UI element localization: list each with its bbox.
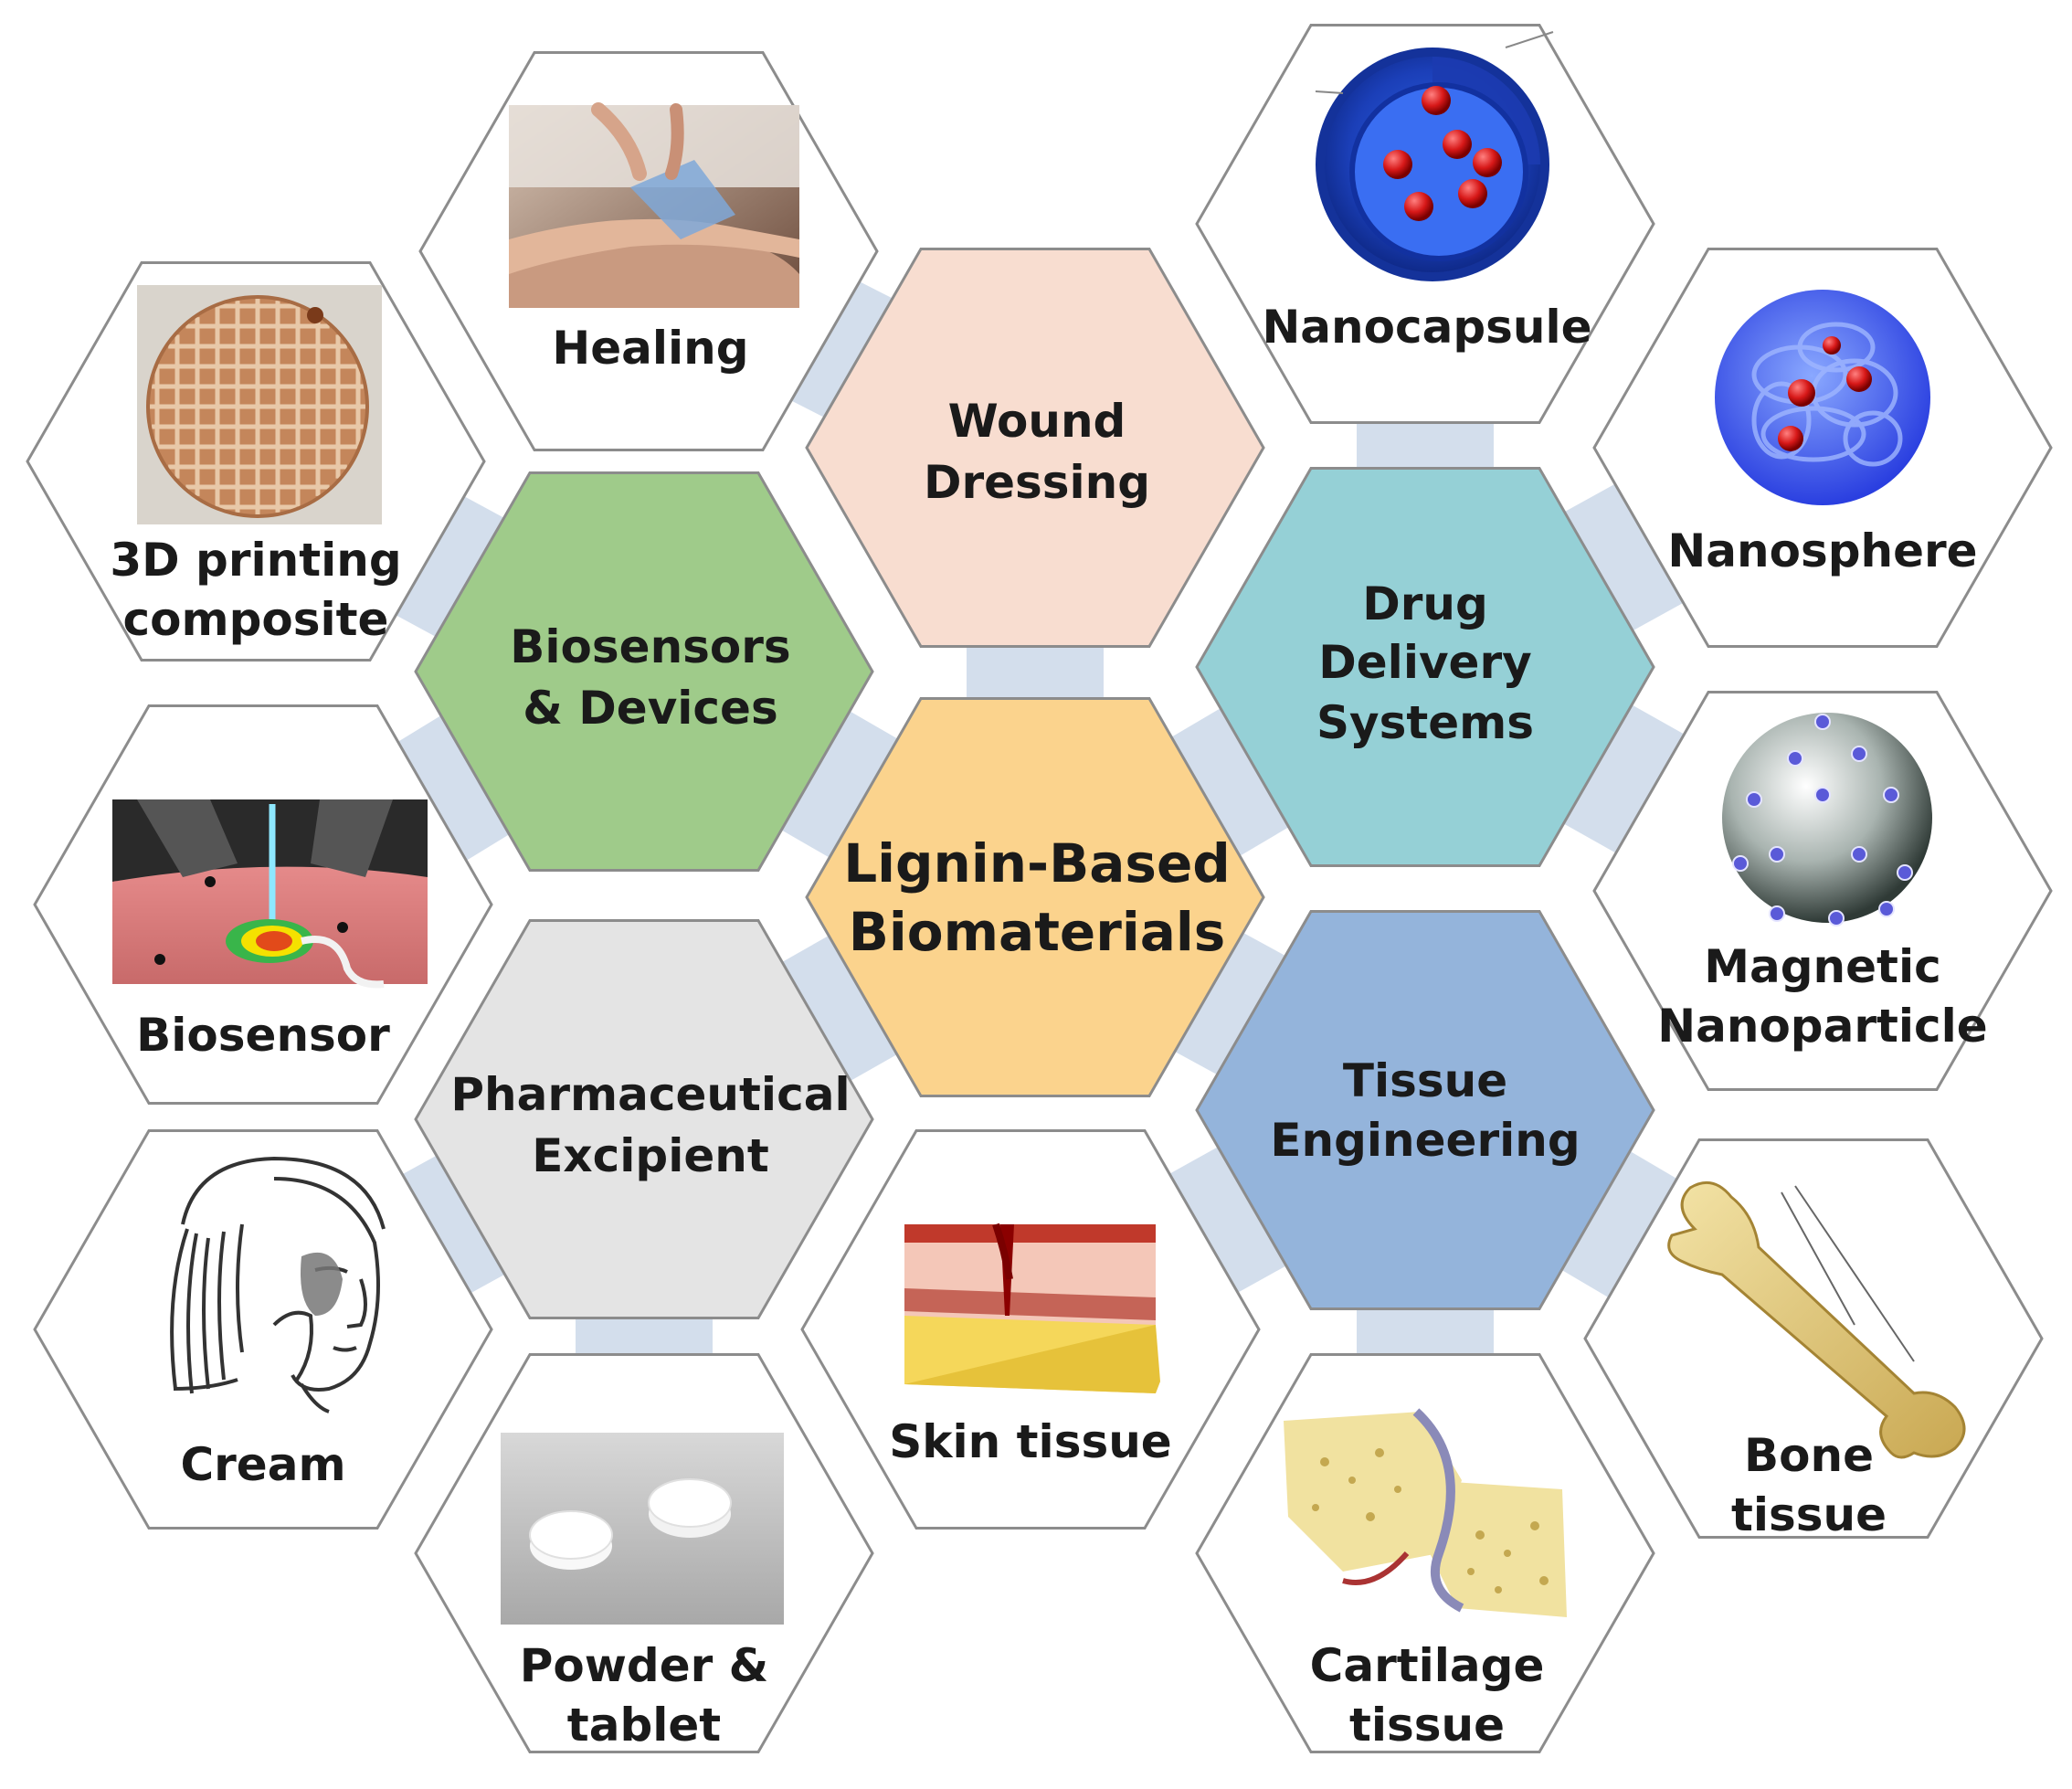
cartilage-label-line1: Cartilage [1310,1639,1545,1692]
bone-label-line2: tissue [1731,1488,1887,1541]
cream-smear-icon [301,1252,343,1316]
nanosphere-matrix-icon [1715,290,1930,505]
skin-cross-section-icon [904,1223,1160,1393]
hex-biosensors-devices [414,471,874,872]
nanocapsule-label: Nanocapsule [1262,301,1591,354]
hexagon-shape [805,248,1265,648]
hexagon-shape [414,471,874,872]
3d-printing-label-line1: 3D printing [110,534,401,587]
wound-dressing-label-line2: Dressing [924,456,1150,509]
nanosphere-label: Nanosphere [1667,524,1977,577]
tissue-engineering-label-line2: Engineering [1270,1114,1580,1167]
drug-delivery-label-line2: Delivery [1318,636,1531,689]
hexagon-shape [805,697,1265,1097]
magnetic-nanoparticle-icon [1722,713,1932,926]
drug-delivery-label-line3: Systems [1316,696,1534,749]
powder-label-line1: Powder & [520,1639,769,1692]
healing-label: Healing [552,322,748,375]
nanocapsule-shell-icon [1315,31,1554,281]
skin-biosensor-icon [112,799,428,989]
powder-label-line2: tablet [567,1699,721,1752]
two-tablets-icon [501,1433,784,1625]
drug-delivery-label-line1: Drug [1362,577,1488,630]
hexagon-shape [1195,467,1655,867]
biosensor-label: Biosensor [136,1009,390,1062]
3d-printing-label-line2: composite [123,593,389,646]
center-label-line1: Lignin-Based [843,832,1231,894]
cartilage-label-line2: tissue [1349,1699,1505,1752]
hex-center [805,697,1265,1097]
hex-pharmaceutical-excipient [414,919,874,1319]
cartilage-joint-icon [1284,1408,1567,1617]
biosensors-devices-label-line2: & Devices [523,682,777,735]
pharmaceutical-excipient-label-line1: Pharmaceutical [450,1068,850,1121]
femur-bone-icon [1667,1180,1966,1459]
skin-label: Skin tissue [889,1415,1171,1468]
hexagon-shape [414,919,874,1319]
magnetic-label-line2: Nanoparticle [1657,1000,1987,1053]
hex-drug-delivery [1195,467,1655,867]
center-label-line2: Biomaterials [849,901,1226,963]
wrist-bandage-photo-icon [509,102,799,308]
biosensors-devices-label-line1: Biosensors [510,620,790,673]
hex-cream [33,1129,493,1530]
cream-label: Cream [180,1438,345,1491]
tissue-engineering-label-line1: Tissue [1343,1054,1507,1107]
bone-label-line1: Bone [1744,1429,1874,1482]
hex-wound-dressing [805,248,1265,648]
magnetic-label-line1: Magnetic [1704,940,1940,993]
hexagon-shape [1195,910,1655,1310]
hexagon-shape [33,1129,493,1530]
hex-tissue-engineering [1195,910,1655,1310]
wound-dressing-label-line1: Wound [948,395,1126,448]
3d-printed-mesh-disc-icon [137,285,382,524]
pharmaceutical-excipient-label-line2: Excipient [532,1129,769,1182]
